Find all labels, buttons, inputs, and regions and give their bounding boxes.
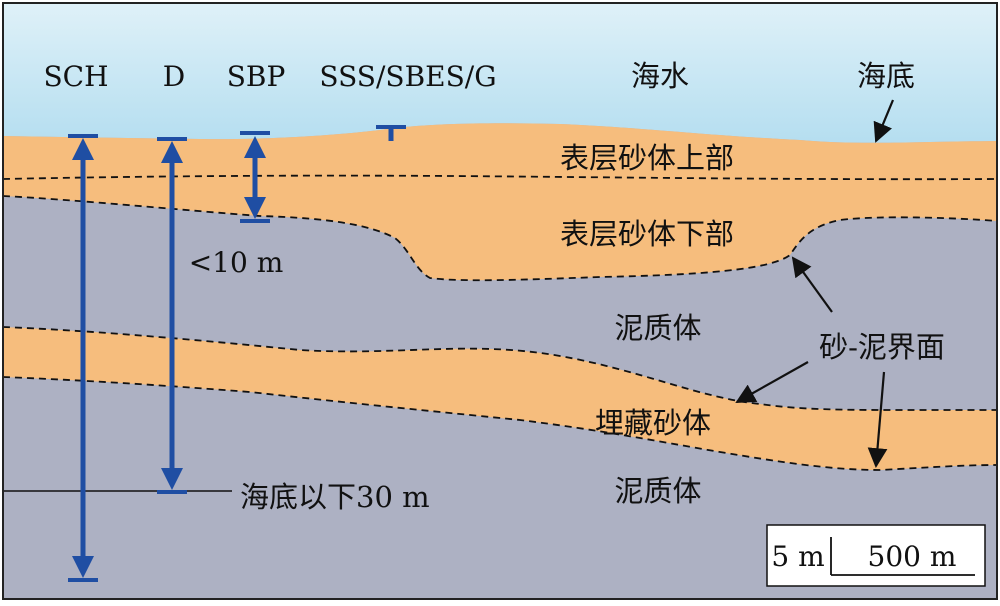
buried-sand-top-boundary	[2, 326, 997, 411]
scale-box: 5 m 500 m	[766, 524, 986, 587]
sbp-depth-label: <10 m	[189, 246, 284, 279]
method-label-sss: SSS/SBES/G	[319, 60, 496, 93]
scale-vertical-label: 5 m	[771, 540, 824, 573]
surface-sand-layer	[3, 123, 997, 281]
method-label-sch: SCH	[43, 60, 108, 93]
buried-sand-layer	[3, 327, 997, 470]
mud-label-lower: 泥质体	[614, 474, 701, 508]
upper-lower-sand-boundary	[2, 174, 998, 181]
sch-depth-arrow	[68, 134, 98, 582]
lower-sand-label: 表层砂体下部	[560, 217, 734, 251]
d-depth-arrow	[157, 137, 187, 494]
buried-sand-label: 埋藏砂体	[595, 406, 711, 440]
interface-arrow-1	[791, 256, 833, 313]
interface-arrow-2	[735, 361, 809, 403]
upper-sand-label: 表层砂体上部	[560, 141, 734, 175]
sss-marker	[376, 125, 406, 141]
method-label-d: D	[163, 60, 185, 93]
seabed-label: 海底	[857, 59, 915, 93]
interface-label: 砂-泥界面	[819, 330, 945, 364]
sand-mud-interface-upper	[2, 195, 998, 282]
seawater-label: 海水	[631, 59, 689, 93]
seabed-pointer-arrow	[873, 99, 895, 143]
scale-horizontal-label: 500 m	[868, 540, 957, 573]
sbp-depth-arrow	[240, 131, 270, 223]
method-label-sbp: SBP	[227, 60, 286, 93]
interface-arrow-3	[867, 371, 888, 468]
buried-sand-bottom-boundary	[2, 376, 998, 471]
seawater-layer	[3, 3, 997, 143]
mud-label-upper: 泥质体	[614, 311, 701, 345]
d-depth-label: 海底以下30 m	[240, 480, 430, 514]
